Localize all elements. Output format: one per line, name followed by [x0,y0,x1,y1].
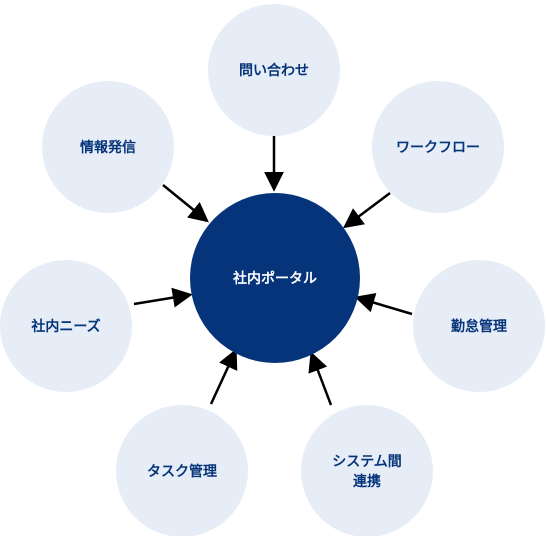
node-circle-information [42,81,174,213]
node-label-attendance: 勤怠管理 [451,318,507,335]
node-workflow: ワークフロー [372,81,504,213]
node-circle-attendance [413,260,545,392]
center-label: 社内ポータル [232,270,317,287]
arrow-information [162,184,209,223]
node-circle-system-integration [301,405,433,536]
node-label-internal-needs: 社内ニーズ [30,318,100,335]
node-label-task-management: タスク管理 [147,463,217,480]
node-label-information: 情報発信 [80,139,136,156]
center-node: 社内ポータル [190,193,360,363]
node-circle-task-management [116,405,248,536]
node-circle-workflow [372,81,504,213]
center-circle [190,193,360,363]
node-inquiry: 問い合わせ [208,4,340,136]
arrow-attendance [354,293,413,316]
arrow-internal-needs [133,287,193,308]
node-label-inquiry: 問い合わせ [239,62,309,79]
arrow-workflow [343,192,391,229]
node-internal-needs: 社内ニーズ [0,260,132,392]
arrow-task-management [209,348,238,405]
node-circle-inquiry [208,4,340,136]
node-label-system-integration: システム間 [332,454,402,470]
node-label-system-integration: 連携 [353,473,381,490]
node-label-workflow: ワークフロー [396,140,480,156]
node-information: 情報発信 [42,81,174,213]
node-circle-internal-needs [0,260,132,392]
arrows-group [133,133,413,406]
node-task-management: タスク管理 [116,405,248,536]
node-attendance: 勤怠管理 [413,260,545,392]
arrow-system-integration [308,351,333,406]
